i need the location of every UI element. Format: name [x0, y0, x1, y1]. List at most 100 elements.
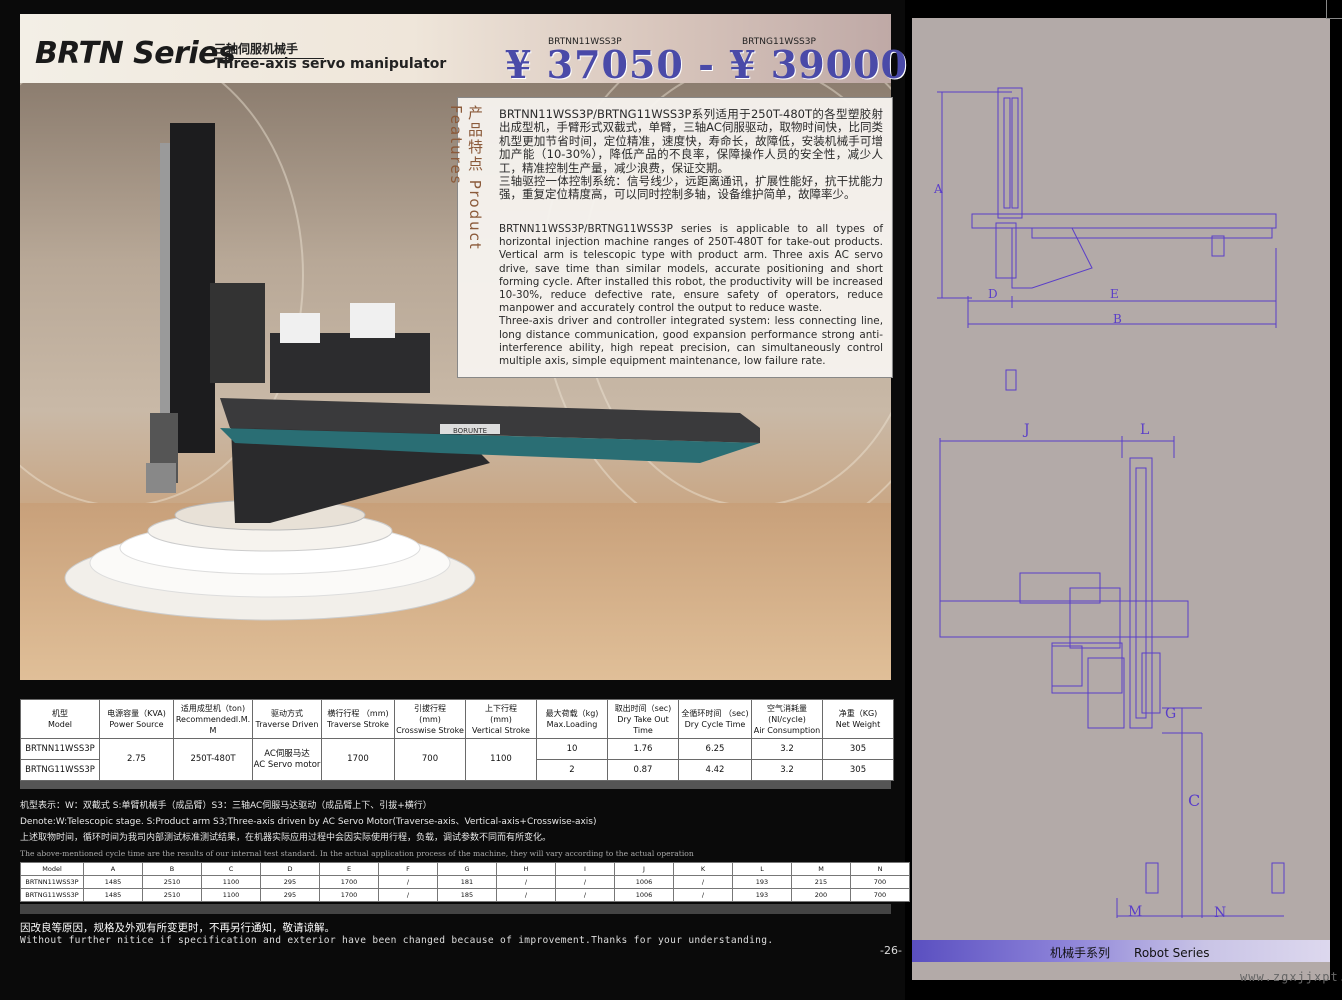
dims-cell: / [673, 875, 733, 889]
subtitle-cn: 三轴伺服机械手 [214, 40, 324, 59]
features-side-label: 产品特点 Product Features [447, 105, 484, 251]
dims-header-cell: E [319, 862, 379, 876]
dim-label-c: C [1188, 791, 1200, 810]
note-line-2: Denote:W:Telescopic stage. S:Product arm… [20, 817, 597, 827]
header-max-load: 最大荷载（kg)Max.Loading [536, 699, 608, 739]
row1-weight: 305 [822, 738, 894, 760]
header-power: 电源容量（KVA)Power Source [99, 699, 174, 739]
row2-max-load: 2 [536, 759, 608, 781]
dims-header-cell: M [791, 862, 851, 876]
header-cycle: 全循环时间 （sec)Dry Cycle Time [678, 699, 752, 739]
dims-header-cell: K [673, 862, 733, 876]
dims-header-cell: J [614, 862, 674, 876]
cell-power: 2.75 [99, 738, 174, 781]
dims-header-cell: H [496, 862, 556, 876]
brand-plate [440, 424, 500, 434]
dims-cell: 1485 [83, 875, 143, 889]
crop-mark [1310, 0, 1327, 18]
dims-cell: 1100 [201, 888, 261, 902]
notes: 机型表示：W：双截式 S:单臂机械手（成品臂）S3：三轴AC伺服马达驱动（成品臂… [20, 798, 900, 862]
row2-cycle: 4.42 [678, 759, 752, 781]
dims-header-cell: A [83, 862, 143, 876]
brand-text: BORUNTE [453, 427, 487, 435]
table-row: BRTNG11WSS3P 2 0.87 4.42 3.2 305 [20, 759, 894, 781]
feature-box [457, 97, 893, 378]
crop-mark [1326, 18, 1342, 20]
dims-cell: 2510 [142, 888, 202, 902]
right-page [912, 18, 1330, 980]
dims-table-shadow [20, 904, 891, 914]
dims-cell: 181 [437, 875, 497, 889]
cell-crosswise: 700 [394, 738, 466, 781]
feature-cn-paragraph-2: 三轴驱控一体控制系统：信号线少，远距离通讯，扩展性能好，抗干扰能力强，重复定位精… [499, 174, 883, 202]
row1-model: BRTNN11WSS3P [20, 738, 100, 760]
header-weight: 净重（KG)Net Weight [822, 699, 894, 739]
cell-vertical: 1100 [465, 738, 537, 781]
header-vertical: 上下行程(mm)Vertical Stroke [465, 699, 537, 739]
note-line-3: 上述取物时间，循环时间为我司内部测试标准测试结果，在机器实际应用过程中会因实际使… [20, 833, 552, 843]
dims-header-cell: I [555, 862, 615, 876]
dims-cell: 193 [732, 875, 792, 889]
table-shadow [20, 781, 891, 789]
price-range: ¥ 37050 - ¥ 39000 [505, 42, 908, 87]
dims-cell: BRTNN11WSS3P [20, 875, 84, 889]
row1-take-out: 1.76 [607, 738, 679, 760]
feature-cn-paragraph-1: BRTNN11WSS3P/BRTNG11WSS3P系列适用于250T-480T的… [499, 107, 883, 175]
dim-label-n: N [1214, 905, 1226, 921]
watermark: www.zgxjjxpt.com [1240, 970, 1342, 984]
dims-cell: 1006 [614, 875, 674, 889]
product-photo: BORUNTE [20, 83, 891, 680]
feature-en-paragraph-2: Three-axis driver and controller integra… [499, 315, 883, 368]
series-footer-bar [912, 940, 1330, 962]
feature-en-paragraph-1: BRTNN11WSS3P/BRTNG11WSS3P series is appl… [499, 223, 883, 315]
dims-cell: 2510 [142, 875, 202, 889]
dim-label-d: D [988, 287, 998, 301]
dims-cell: / [378, 888, 438, 902]
footer-notice-en: Without further nitice if specification … [20, 935, 774, 946]
dims-cell: 1006 [614, 888, 674, 902]
dims-header-cell: Model [20, 862, 84, 876]
row1-cycle: 6.25 [678, 738, 752, 760]
row1-air: 3.2 [751, 738, 823, 760]
dims-cell: / [496, 875, 556, 889]
dims-cell: 295 [260, 875, 320, 889]
dims-cell: / [496, 888, 556, 902]
series-title: BRTN Series [35, 36, 236, 71]
dims-header-cell: G [437, 862, 497, 876]
note-line-1: 机型表示：W：双截式 S:单臂机械手（成品臂）S3：三轴AC伺服马达驱动（成品臂… [20, 801, 432, 811]
dims-header-cell: F [378, 862, 438, 876]
dims-header-cell: D [260, 862, 320, 876]
header-traverse: 横行行程 （mm)Traverse Stroke [321, 699, 395, 739]
dim-label-e: E [1110, 287, 1119, 301]
dim-label-g: G [1165, 706, 1176, 722]
dims-cell: / [378, 875, 438, 889]
dims-cell: 193 [732, 888, 792, 902]
dim-label-a: A [933, 182, 943, 196]
row2-air: 3.2 [751, 759, 823, 781]
dims-header-cell: B [142, 862, 202, 876]
header-machine: 适用成型机（ton)Recommendedl.M.M [173, 699, 253, 739]
dims-header-cell: N [850, 862, 910, 876]
row1-max-load: 10 [536, 738, 608, 760]
dims-cell: BRTNG11WSS3P [20, 888, 84, 902]
dims-cell: 700 [850, 875, 910, 889]
note-line-4: The above-mentioned cycle time are the r… [20, 849, 694, 858]
dims-cell: 700 [850, 888, 910, 902]
row2-weight: 305 [822, 759, 894, 781]
dims-header-cell: L [732, 862, 792, 876]
dims-cell: 185 [437, 888, 497, 902]
dims-cell: 1700 [319, 875, 379, 889]
header-crosswise: 引拔行程(mm)Crosswise Stroke [394, 699, 466, 739]
header-band [20, 14, 891, 84]
cell-machine: 250T-480T [173, 738, 253, 781]
dims-header-cell: C [201, 862, 261, 876]
